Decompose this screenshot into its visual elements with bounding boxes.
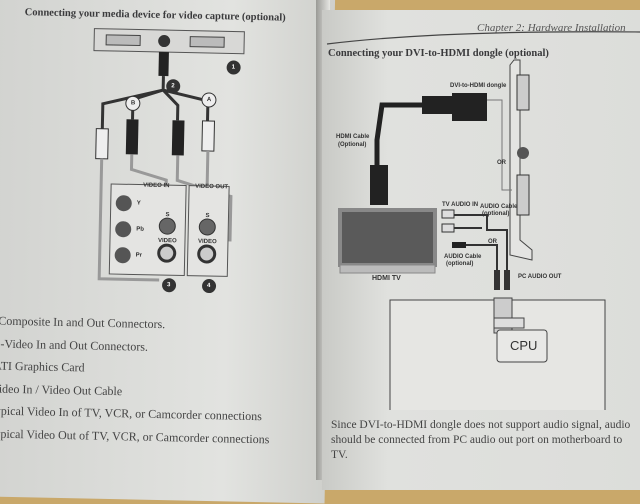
audio-note-paragraph: Since DVI-to-HDMI dongle does not suppor…: [331, 419, 631, 461]
y-label: Y: [136, 200, 141, 207]
legend-item: Video In / Video Out Cable: [0, 381, 123, 399]
tv-audio-in-label: TV AUDIO IN: [442, 202, 479, 208]
dongle-label: DVI-to-HDMI dongle: [450, 83, 507, 89]
dvi-hdmi-diagram: [338, 59, 606, 410]
dvi-hdmi-dongle: [452, 93, 487, 121]
video-out-label: VIDEO OUT: [195, 183, 229, 191]
s-label: S: [165, 212, 170, 219]
hdmi-cable-label: HDMI Cable: [336, 134, 370, 140]
audio-cable-label-2: AUDIO Cable: [444, 254, 482, 260]
number-2-badge: [166, 79, 181, 94]
audio-optional-label-2: (optional): [446, 261, 474, 267]
right-heading: Connecting your DVI-to-HDMI dongle (opti…: [328, 48, 549, 59]
label-b: B: [130, 100, 136, 107]
audio-optional-label-1: (optional): [482, 211, 510, 217]
number-1-badge: [226, 60, 241, 75]
right-page: Chapter 2: Hardware Installation Connect…: [322, 10, 640, 490]
hdmi-tv-label: HDMI TV: [372, 275, 401, 282]
legend-item: Typical Video Out of TV, VCR, or Camcord…: [0, 426, 270, 447]
s-out-label: S: [205, 212, 210, 220]
video-out-port-label: VIDEO: [197, 238, 217, 246]
num-4: 4: [206, 282, 211, 290]
hdmi-tv: [338, 208, 437, 267]
cpu-box: [496, 329, 548, 363]
video-label: VIDEO: [157, 237, 177, 245]
video-in-label: VIDEO IN: [143, 182, 170, 190]
hdmi-optional-label: (Optional): [338, 142, 367, 148]
left-page: Connecting your media device for video c…: [0, 0, 336, 504]
pb-label: Pb: [136, 226, 144, 233]
num-1: 1: [231, 64, 236, 71]
legend-item: S-Video In and Out Connectors.: [0, 336, 149, 354]
label-a: A: [206, 96, 212, 104]
graphics-card-bracket: [509, 59, 533, 261]
video-capture-diagram: [93, 28, 245, 294]
audio-cable-label-1: AUDIO Cable: [480, 204, 518, 210]
pr-label: Pr: [135, 252, 143, 259]
legend-item: ATI Graphics Card: [0, 358, 85, 375]
number-3-badge: [162, 278, 177, 293]
number-4-badge: [202, 279, 217, 294]
num-2: 2: [171, 83, 175, 90]
hdmi-plug: [370, 165, 388, 205]
or-label-1: OR: [497, 160, 506, 166]
chapter-header: Chapter 2: Hardware Installation: [477, 22, 626, 34]
pc-audio-out-label: PC AUDIO OUT: [518, 274, 562, 280]
svideo-port: [158, 35, 171, 48]
legend-item: Composite In and Out Connectors.: [0, 313, 166, 332]
cpu-label: CPU: [510, 338, 538, 353]
legend-item: Typical Video In of TV, VCR, or Camcorde…: [0, 403, 262, 424]
num-3: 3: [166, 282, 171, 289]
or-label-2: OR: [488, 239, 497, 245]
